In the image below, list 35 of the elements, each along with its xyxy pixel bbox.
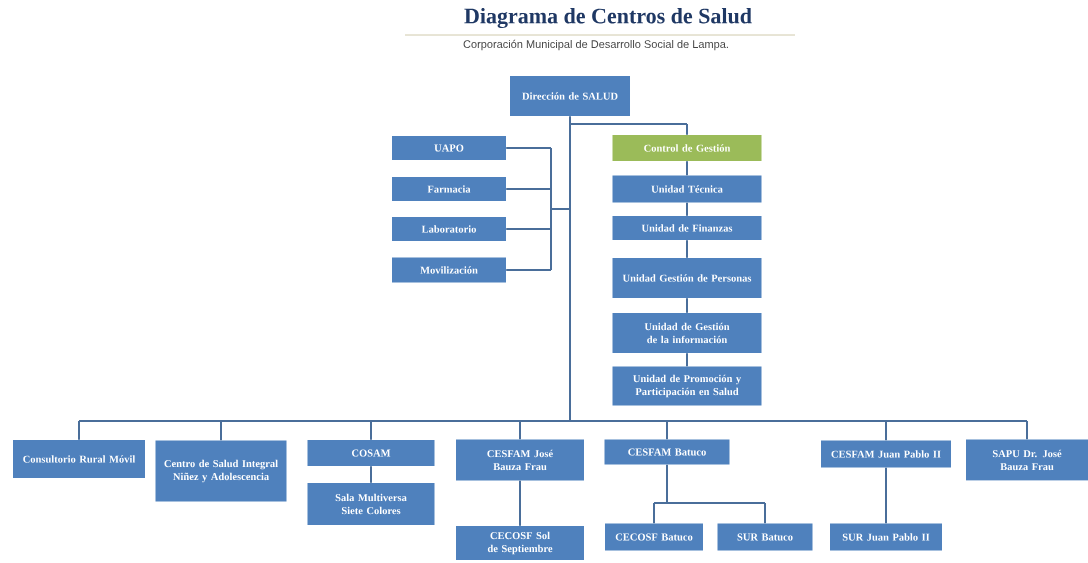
connector-line <box>370 465 372 484</box>
org-box: CESFAM José Bauza Frau <box>456 439 584 481</box>
org-box: Unidad de Gestión de la información <box>612 313 762 353</box>
connector-line <box>686 160 688 177</box>
org-box: Unidad de Finanzas <box>612 216 762 240</box>
org-box: Centro de Salud Integral Niñez y Adolescencia <box>155 440 287 502</box>
org-box: SAPU Dr. José Bauza Frau <box>966 439 1088 481</box>
org-box: SUR Batuco <box>717 523 813 551</box>
org-box: Sala Multiversa Siete Colores <box>307 483 435 525</box>
connector-line <box>686 201 688 217</box>
title: Diagrama de Centros de Salud <box>464 7 752 29</box>
org-box: CESFAM Batuco <box>604 439 730 465</box>
connector-line <box>686 352 688 368</box>
connector-line <box>519 479 521 527</box>
org-box: CESFAM Juan Pablo II <box>821 440 951 468</box>
org-box: Unidad Gestión de Personas <box>612 258 762 298</box>
org-box: Movilización <box>392 257 506 283</box>
title-box: Control de Gestión <box>612 135 762 161</box>
connector-line <box>885 466 887 525</box>
org-box: CECOSF Batuco <box>605 523 703 551</box>
org-box: UAPO <box>392 136 506 160</box>
org-box: Unidad Técnica <box>612 175 762 203</box>
org-box: Dirección de SALUD <box>510 76 630 116</box>
org-box: SUR Juan Pablo II <box>830 523 942 551</box>
org-box: CECOSF Sol de Septiembre <box>456 526 584 560</box>
connector-line <box>686 297 688 314</box>
org-box: Unidad de Promoción y Participación en Salud <box>612 366 762 406</box>
org-box: Consultorio Rural Móvil <box>13 440 145 478</box>
connector-line <box>686 239 688 259</box>
org-box: Farmacia <box>392 177 506 201</box>
connector-line <box>653 463 766 525</box>
subtitle: Corporación Municipal de Desarrollo Social de Lampa. <box>463 39 728 51</box>
org-box: Laboratorio <box>392 217 506 241</box>
connector-line <box>78 115 1028 442</box>
org-box: COSAM <box>307 440 435 466</box>
